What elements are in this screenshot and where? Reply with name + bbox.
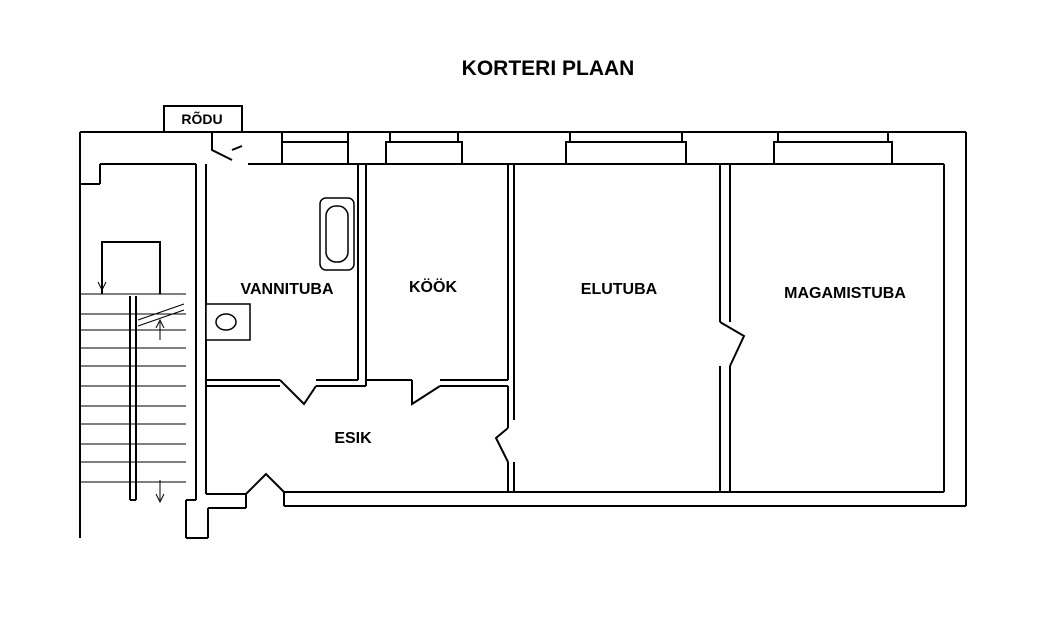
sink-basin-icon [215,313,237,331]
plan-title: KORTERI PLAAN [462,57,635,80]
kitchen: KÖÖK [365,164,509,406]
bathtub-inner-icon [325,205,349,263]
stair-arrow-down-icon [155,493,165,504]
kitchen-label: KÖÖK [409,277,457,296]
bathroom-label: VANNITUBA [240,281,333,298]
bedroom-door [719,321,746,367]
kitchen-door [411,380,441,406]
staircase [80,241,186,504]
balcony-door [211,132,233,161]
window-bathroom [281,141,349,165]
window-kitchen [385,141,463,165]
stair-arrow-up-icon [155,318,165,329]
bedroom: MAGAMISTUBA [719,164,906,492]
bedroom-label: MAGAMISTUBA [784,285,906,302]
windows [281,132,893,165]
hall-label: ESIK [334,430,372,447]
outer-walls [79,131,967,539]
window-bedroom [773,141,893,165]
entrance-door [245,472,285,495]
bathroom-door [279,379,317,406]
living-room: ELUTUBA [513,164,721,492]
bathroom: VANNITUBA [205,164,366,406]
living-label: ELUTUBA [581,281,658,298]
hall: ESIK [245,385,509,495]
balcony: RÕDU [163,105,243,133]
window-living [565,141,687,165]
living-door [494,427,509,463]
balcony-label: RÕDU [181,110,222,127]
